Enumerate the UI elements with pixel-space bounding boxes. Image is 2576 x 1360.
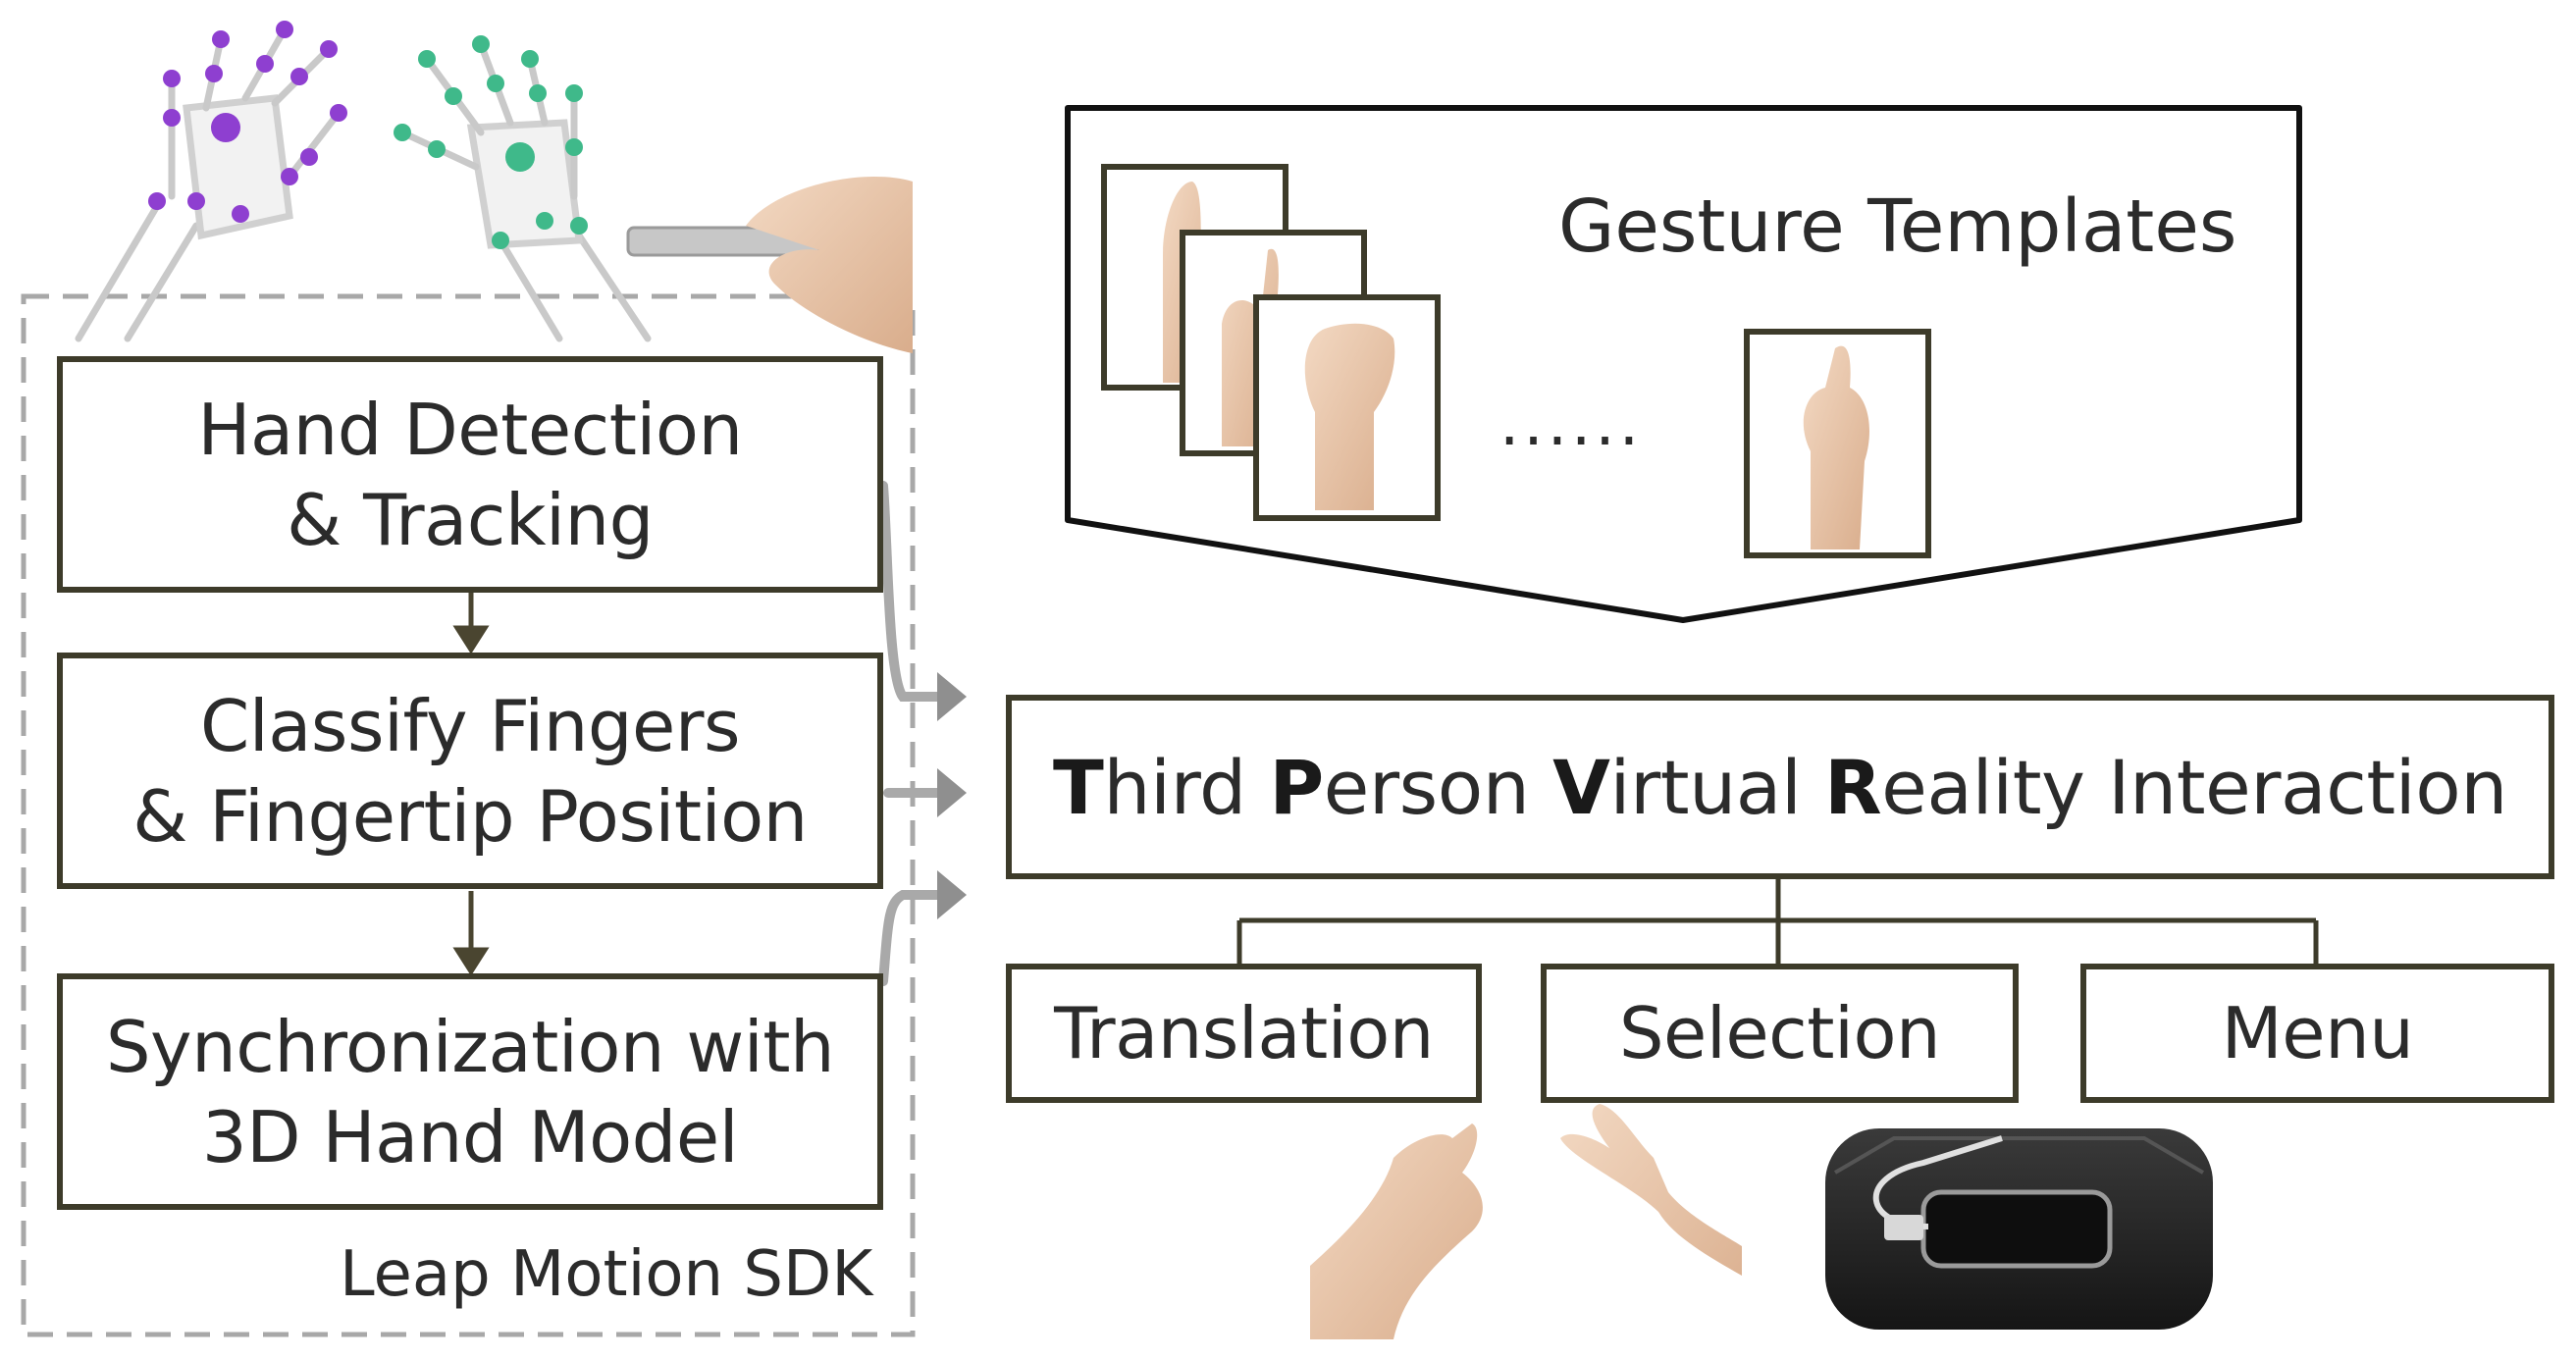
mode-connectors (1236, 878, 2319, 967)
green-joints (394, 35, 588, 249)
sdk-region-border (21, 293, 916, 1337)
title-cap-v: V (1552, 743, 1610, 831)
selection-label: Selection (1618, 992, 1941, 1074)
hand-detection-label-line1: Hand Detection (197, 388, 743, 471)
bottom-hand-left-icon (1310, 1124, 1483, 1339)
sdk-flow-arrows (452, 591, 490, 976)
gesture-card-4 (1744, 329, 1931, 558)
title-cap-r: R (1824, 743, 1882, 831)
title-rest-p: erson (1323, 743, 1553, 831)
translation-label: Translation (1054, 992, 1434, 1074)
gesture-card-3 (1253, 294, 1441, 521)
synchronization-label-line2: 3D Hand Model (201, 1095, 739, 1178)
interaction-box: Third Person Virtual Reality Interaction (1006, 695, 2554, 879)
title-rest-v: irtual (1609, 743, 1825, 831)
title-cap-t: T (1053, 743, 1104, 831)
synchronization-box: Synchronization with 3D Hand Model (57, 973, 883, 1210)
leap-skeleton-hand-green-icon (398, 40, 652, 342)
selection-box: Selection (1541, 964, 2019, 1103)
menu-box: Menu (2080, 964, 2554, 1103)
hand-detection-box: Hand Detection & Tracking (57, 356, 883, 593)
purple-joints (148, 21, 347, 223)
vr-headset-icon (1825, 1128, 2213, 1330)
leap-motion-sdk-label: Leap Motion SDK (340, 1238, 873, 1311)
gray-arrowheads (937, 672, 967, 919)
menu-label: Menu (2221, 992, 2414, 1074)
classify-fingers-label-line2: & Fingertip Position (132, 774, 808, 858)
bottom-hand-right-icon (1560, 1104, 1742, 1339)
gesture-ellipsis: ...... (1499, 388, 1644, 460)
gesture-templates-title: Gesture Templates (1558, 184, 2237, 269)
interaction-title: Third Person Virtual Reality Interaction (1053, 744, 2507, 831)
title-rest-t: hird (1103, 743, 1270, 831)
synchronization-label-line1: Synchronization with (105, 1005, 835, 1088)
translation-box: Translation (1006, 964, 1482, 1103)
classify-fingers-label-line1: Classify Fingers (200, 684, 740, 767)
title-cap-p: P (1269, 743, 1324, 831)
title-rest-r: eality Interaction (1881, 743, 2507, 831)
leap-motion-device-icon (626, 177, 913, 353)
gray-arrows (878, 481, 942, 986)
classify-fingers-box: Classify Fingers & Fingertip Position (57, 653, 883, 889)
hand-detection-label-line2: & Tracking (287, 478, 654, 561)
